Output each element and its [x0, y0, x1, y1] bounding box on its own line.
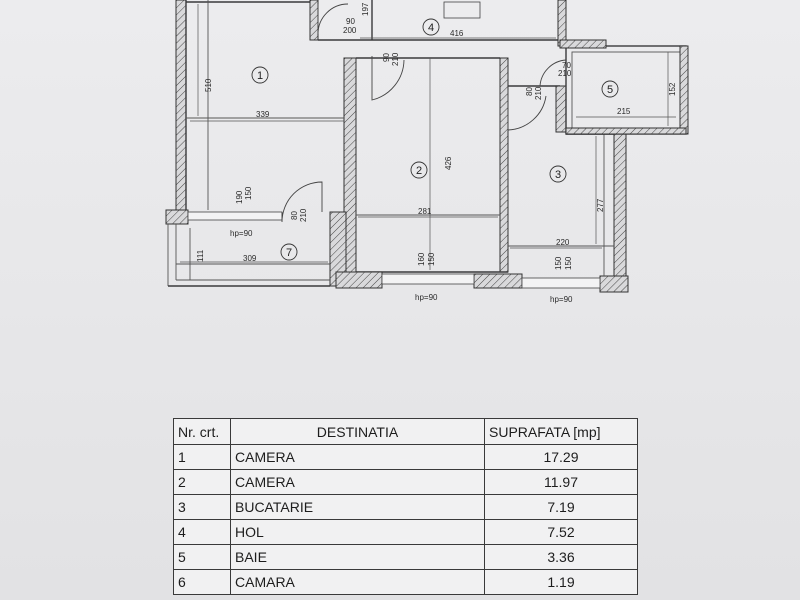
dim-90-door-a: 90	[346, 17, 355, 26]
row-surface: 1.19	[484, 569, 638, 595]
row-destination: CAMERA	[230, 444, 485, 470]
dim-190-window: 190	[235, 190, 244, 204]
dim-277: 277	[596, 198, 605, 212]
dim-150-window-c: 150	[554, 256, 563, 270]
row-destination: HOL	[230, 519, 485, 545]
header-nr: Nr. crt.	[173, 418, 231, 445]
dim-426: 426	[444, 156, 453, 170]
dim-150-window-a: 150	[244, 186, 253, 200]
row-nr: 2	[173, 469, 231, 495]
row-surface: 11.97	[484, 469, 638, 495]
dim-90-door-b: 90	[382, 53, 391, 62]
hp-label-1: hp=90	[230, 229, 253, 238]
room-number-1: 1	[257, 70, 263, 82]
table-row: 5 BAIE 3.36	[173, 544, 638, 570]
windows	[187, 211, 601, 289]
dim-210-door-d: 210	[534, 86, 543, 100]
row-surface: 7.19	[484, 494, 638, 520]
row-surface: 3.36	[484, 544, 638, 570]
room-number-4: 4	[428, 22, 434, 34]
hp-label-2: hp=90	[415, 293, 438, 302]
table-header-row: Nr. crt. DESTINATIA SUPRAFATA [mp]	[173, 418, 638, 445]
dim-70-door: 70	[562, 61, 571, 70]
row-destination: CAMERA	[230, 469, 485, 495]
row-surface: 7.52	[484, 519, 638, 545]
area-table: Nr. crt. DESTINATIA SUPRAFATA [mp] 1 CAM…	[173, 418, 638, 595]
dim-210-door-b: 210	[391, 52, 400, 66]
row-destination: CAMARA	[230, 569, 485, 595]
row-nr: 5	[173, 544, 231, 570]
table-row: 6 CAMARA 1.19	[173, 569, 638, 595]
room-number-5: 5	[607, 84, 613, 96]
dim-197: 197	[361, 2, 370, 16]
table-row: 1 CAMERA 17.29	[173, 444, 638, 470]
dim-215: 215	[617, 107, 631, 116]
table-row: 2 CAMERA 11.97	[173, 469, 638, 495]
table-row: 3 BUCATARIE 7.19	[173, 494, 638, 520]
dim-150-window-b: 150	[427, 252, 436, 266]
dim-210-door-c: 210	[558, 69, 572, 78]
dim-200-door-a: 200	[343, 26, 357, 35]
dim-111: 111	[196, 249, 205, 262]
floor-plan: 510 339 416 197 90 200 90 210 70 210 80 …	[165, 0, 689, 304]
dim-80-door-b: 80	[290, 211, 299, 220]
dim-339: 339	[256, 110, 270, 119]
header-surface: SUPRAFATA [mp]	[484, 418, 638, 445]
header-destination: DESTINATIA	[230, 418, 485, 445]
row-surface: 17.29	[484, 444, 638, 470]
dimension-lines	[180, 4, 676, 270]
hp-label-3: hp=90	[550, 295, 573, 304]
row-nr: 6	[173, 569, 231, 595]
dimension-labels: 510 339 416 197 90 200 90 210 70 210 80 …	[196, 2, 677, 304]
dim-150-window-d: 150	[564, 256, 573, 270]
dim-152: 152	[668, 82, 677, 96]
room-number-3: 3	[555, 169, 561, 181]
dim-281: 281	[418, 207, 432, 216]
row-destination: BUCATARIE	[230, 494, 485, 520]
row-destination: BAIE	[230, 544, 485, 570]
dim-416: 416	[450, 29, 464, 38]
room-labels: 1 2 3 4 5 7	[251, 18, 619, 261]
walls	[165, 0, 689, 293]
dim-160-window: 160	[417, 252, 426, 266]
room-number-2: 2	[416, 165, 422, 177]
row-nr: 3	[173, 494, 231, 520]
dim-220: 220	[556, 238, 570, 247]
dim-510: 510	[204, 78, 213, 92]
row-nr: 1	[173, 444, 231, 470]
doors	[281, 1, 567, 223]
dim-309: 309	[243, 254, 257, 263]
table-row: 4 HOL 7.52	[173, 519, 638, 545]
dim-210-door-e: 210	[299, 208, 308, 222]
dim-80-door-a: 80	[525, 87, 534, 96]
row-nr: 4	[173, 519, 231, 545]
room-number-7: 7	[286, 247, 292, 259]
